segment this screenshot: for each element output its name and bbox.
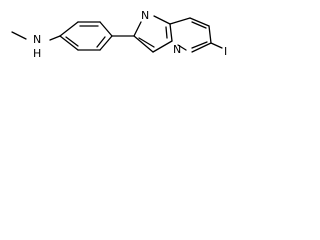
bond-methyl-amine (11, 31, 27, 40)
imidazole-ring (133, 15, 173, 53)
phenyl-ring (59, 21, 113, 51)
chemical-structure-diagram: N H N N I (11, 9, 227, 60)
bond-carbon-iodine (210, 42, 223, 49)
bridgehead-nitrogen-label: N (173, 43, 181, 56)
amine-hydrogen-label: H (33, 47, 41, 60)
bond-amine-phenyl (49, 35, 61, 41)
imidazole-nitrogen-label: N (141, 9, 149, 22)
iodine-label: I (224, 45, 227, 58)
pyridine-ring (169, 17, 212, 53)
amine-nitrogen-label: N (33, 33, 41, 46)
